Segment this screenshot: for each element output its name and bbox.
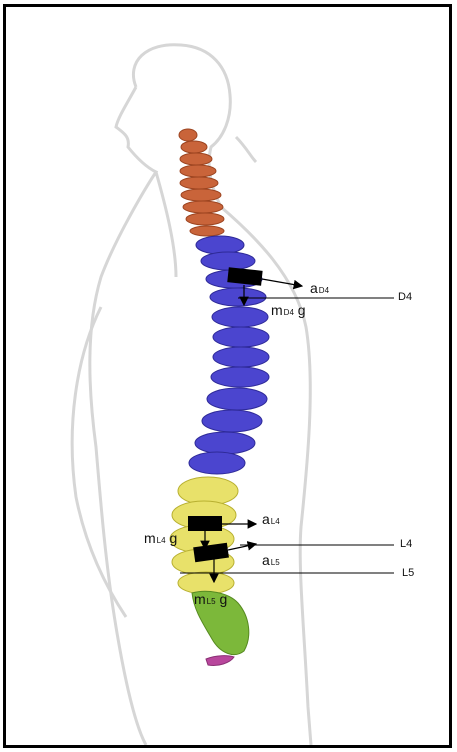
figure-frame: aD4 mD4 g D4 aL4 mL4 g L4 aL5 mL5 g L5 bbox=[3, 4, 452, 748]
label-m-l5-g: mL5 g bbox=[194, 592, 227, 606]
label-m-d4-g: mD4 g bbox=[271, 303, 306, 317]
lumbar-spine bbox=[170, 477, 238, 594]
label-a-d4: aD4 bbox=[310, 281, 329, 295]
coccyx bbox=[206, 656, 234, 666]
level-label-l4: L4 bbox=[400, 539, 412, 550]
cervical-spine bbox=[179, 129, 224, 236]
label-a-l4: aL4 bbox=[262, 512, 280, 526]
spine-diagram bbox=[6, 7, 449, 745]
label-a-l5: aL5 bbox=[262, 553, 280, 567]
level-label-d4: D4 bbox=[398, 292, 412, 303]
level-label-l5: L5 bbox=[402, 568, 414, 579]
label-m-l4-g: mL4 g bbox=[144, 531, 177, 545]
